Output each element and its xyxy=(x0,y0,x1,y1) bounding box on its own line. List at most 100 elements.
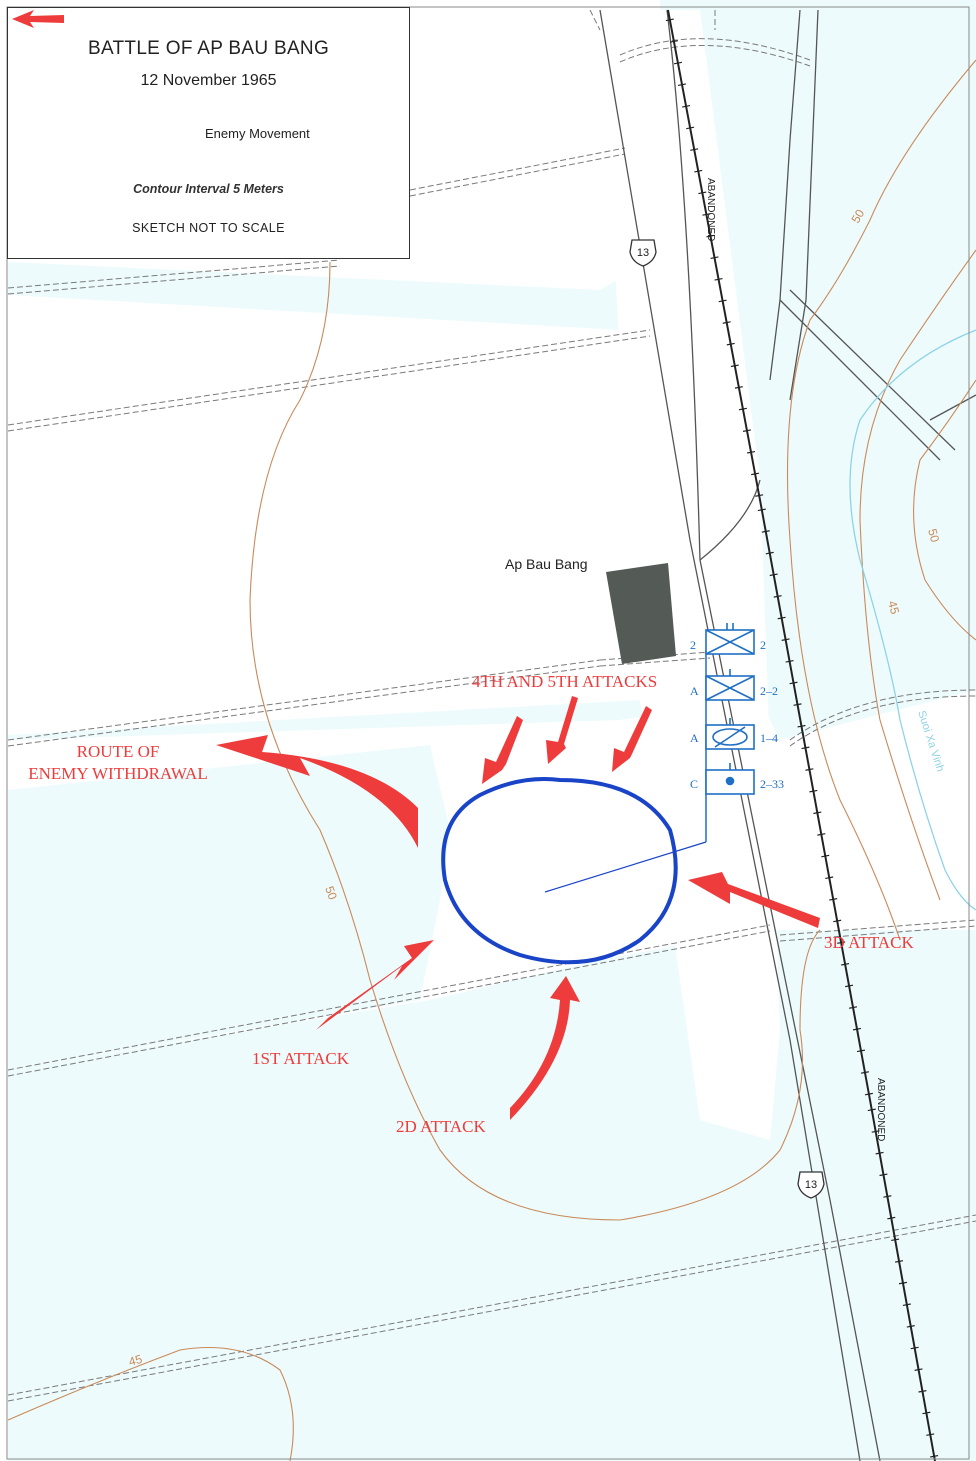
railroad-tie xyxy=(755,494,764,497)
unit-artillery-c-2-33[interactable] xyxy=(705,763,755,795)
railroad-tie xyxy=(922,1411,931,1415)
label-2d-attack: 2D ATTACK xyxy=(396,1117,487,1136)
railroad-tie xyxy=(845,984,854,988)
enemy-arrows xyxy=(216,696,820,1120)
unit-3-right: 1–4 xyxy=(760,731,778,745)
railroad-tie xyxy=(718,299,727,303)
enemy-movement-arrow-icon xyxy=(12,10,64,28)
contour-label-50-east: 50 xyxy=(925,527,942,544)
unit-1-left: 2 xyxy=(690,638,696,652)
village-label: Ap Bau Bang xyxy=(505,556,588,572)
railroad-tie xyxy=(902,1303,911,1307)
railroad-tie xyxy=(817,833,826,836)
railroad-tie xyxy=(864,1092,873,1096)
unit-1-right: 2 xyxy=(760,638,766,652)
label-withdrawal-1: ROUTE OF xyxy=(77,742,160,761)
railroad-tie xyxy=(702,213,711,216)
map-title: BATTLE OF AP BAU BANG xyxy=(87,38,330,59)
railroad-tie xyxy=(891,1238,900,1242)
railroad-tie xyxy=(785,659,794,663)
railroad-tie xyxy=(849,1006,858,1009)
railroad-tie xyxy=(879,1173,888,1177)
route-number-north: 13 xyxy=(637,247,649,259)
railroad-tie xyxy=(722,321,731,324)
route-number-south: 13 xyxy=(805,1179,817,1191)
contour-label-50-ne: 50 xyxy=(848,207,867,226)
map-border xyxy=(6,6,970,1460)
stream-label: Suoi Xa Vinh xyxy=(915,709,946,773)
railroad-tie xyxy=(682,104,691,108)
railroad-ties xyxy=(665,18,939,1458)
railroad-tie xyxy=(801,746,810,750)
unit-armor-a-2-2[interactable] xyxy=(705,669,755,701)
legend-enemy-movement: Enemy Movement xyxy=(205,126,310,141)
railroad-tie xyxy=(742,429,752,432)
arrow-1st-attack xyxy=(316,940,434,1030)
railroad-tie xyxy=(734,386,743,389)
railroad-tie xyxy=(789,681,798,685)
railroad-tie xyxy=(706,234,715,238)
perimeter-link-line xyxy=(544,841,707,893)
friendly-perimeter xyxy=(441,777,678,965)
railroad-tie xyxy=(669,40,678,43)
railroad-tie xyxy=(698,191,707,195)
railroad-tie xyxy=(841,962,850,966)
railroad-tie xyxy=(887,1216,896,1220)
unit-labels: 2 2 A 2–2 A 1–4 C 2–33 xyxy=(690,638,784,791)
railroad-tie xyxy=(686,126,695,130)
railroad-tie xyxy=(781,638,790,641)
label-4th-5th-attacks: 4TH AND 5TH ATTACKS xyxy=(472,672,657,691)
railroad-tie xyxy=(757,508,766,512)
label-1st-attack: 1ST ATTACK xyxy=(252,1049,350,1068)
railroad-tie xyxy=(833,919,842,923)
railroad-tie xyxy=(738,407,747,411)
railroad-tie xyxy=(898,1281,908,1285)
arrow-withdrawal xyxy=(216,735,418,848)
railroad-tie xyxy=(714,277,723,281)
legend-box: BATTLE OF AP BAU BANG 12 November 1965 E… xyxy=(7,7,410,259)
railroad-tie xyxy=(930,1454,939,1458)
railroad-tie xyxy=(867,1108,876,1112)
railroad-label-north: ABANDONED xyxy=(705,178,716,241)
railroad-label-south: ABANDONED xyxy=(875,1078,886,1141)
railroad-tie xyxy=(677,83,687,87)
railroad-tie xyxy=(821,854,830,858)
unit-cavalry-a-1-4[interactable] xyxy=(705,718,755,750)
railroad-tie xyxy=(926,1433,935,1436)
contour-label-50-west: 50 xyxy=(322,884,340,902)
plantation-lines xyxy=(7,9,976,1402)
railroad-tie xyxy=(694,169,703,173)
label-3d-attack: 3D ATTACK xyxy=(824,933,915,952)
railroad-tie xyxy=(825,876,834,880)
railroad-tie xyxy=(751,472,760,476)
railroad-tie xyxy=(883,1195,892,1198)
railroad-tie xyxy=(777,616,786,620)
railroad-tie xyxy=(852,1027,862,1031)
side-roads xyxy=(699,9,976,561)
arrow-4th-attack-a xyxy=(482,716,523,784)
unit-armor-2-2[interactable] xyxy=(705,623,755,655)
railroad-tie xyxy=(746,450,756,454)
railroad-tie xyxy=(773,595,782,598)
railroad-tie xyxy=(837,941,846,944)
railroad-tie xyxy=(765,551,774,555)
railroad-tie xyxy=(730,364,739,368)
route-shield-north xyxy=(629,239,657,267)
arrow-4th-attack-c xyxy=(612,706,652,772)
railroad-tie xyxy=(910,1346,919,1350)
railroad-tie xyxy=(914,1368,923,1371)
unit-4-left: C xyxy=(690,777,698,791)
contour-label-45-east: 45 xyxy=(885,599,902,616)
unit-2-right: 2–2 xyxy=(760,684,778,698)
railroad-tie xyxy=(793,703,802,706)
stream xyxy=(849,329,976,911)
railroad-tie xyxy=(871,1130,880,1133)
railroad-tie xyxy=(665,18,674,22)
railroad-tie xyxy=(769,573,778,577)
railroad-tie xyxy=(856,1049,866,1053)
unit-4-right: 2–33 xyxy=(760,777,784,791)
unit-3-left: A xyxy=(690,731,699,745)
route-shield-south xyxy=(797,1171,825,1199)
railroad-tie xyxy=(813,811,822,815)
